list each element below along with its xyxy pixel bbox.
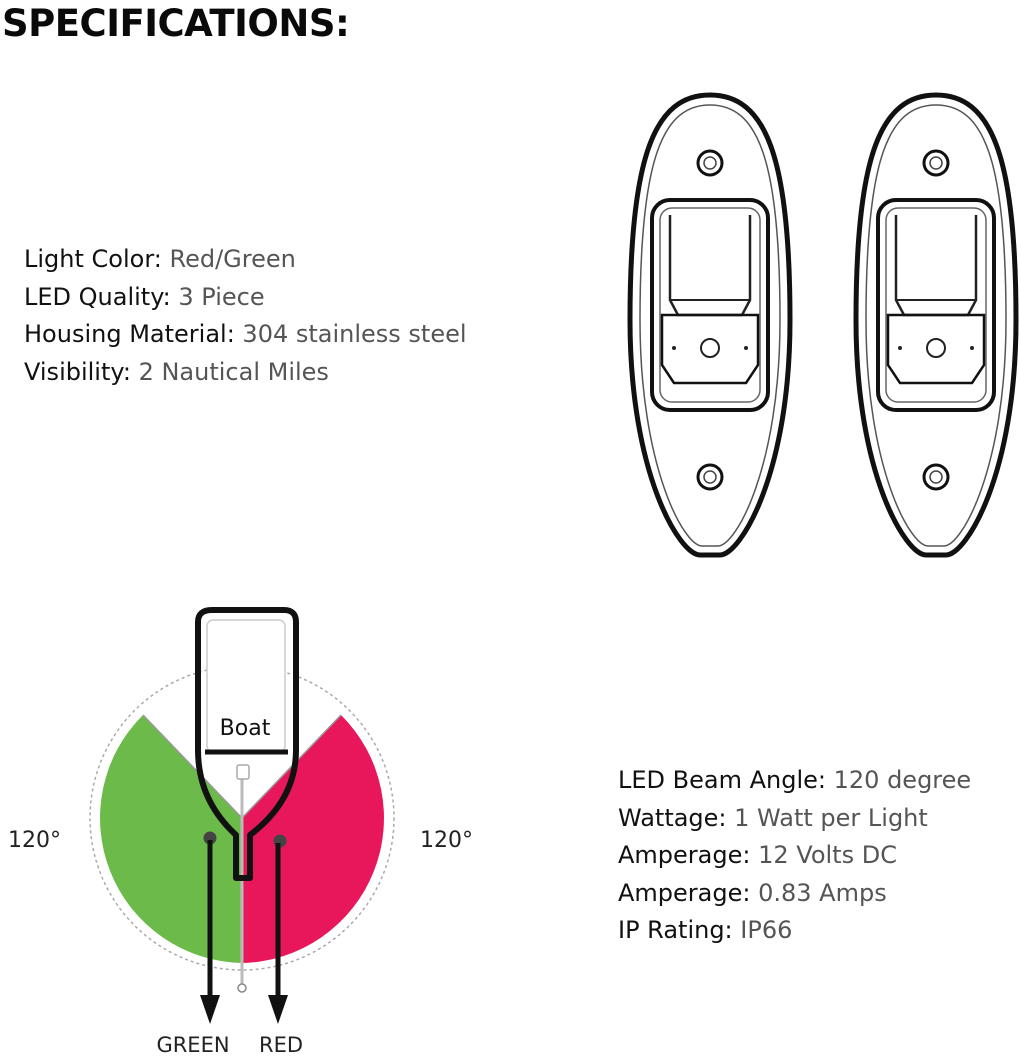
spec-item: LED Beam Angle: 120 degree	[618, 762, 971, 800]
red-arrow-icon	[268, 995, 288, 1024]
spec-item: Wattage: 1 Watt per Light	[618, 800, 971, 838]
spec-label: Light Color:	[24, 245, 162, 273]
spec-label: Visibility:	[24, 357, 131, 386]
spec-value: 304 stainless steel	[242, 320, 467, 348]
spec-value: Red/Green	[169, 245, 296, 273]
beam-angle-diagram: Boat 120° 120° GREEN RED	[8, 607, 473, 1057]
page-title: SPECIFICATIONS:	[2, 2, 350, 45]
side-light-drawing-right	[856, 95, 1016, 555]
spec-item: Amperage: 12 Volts DC	[618, 837, 971, 875]
spec-label: LED Quality:	[24, 282, 171, 311]
spec-label: Housing Material:	[24, 320, 235, 348]
spec-value: 12 Volts DC	[758, 841, 897, 869]
spec-label: Amperage:	[618, 841, 751, 869]
green-light-dot	[203, 831, 217, 845]
green-arrow-icon	[200, 995, 220, 1024]
spec-value: 1 Watt per Light	[734, 803, 928, 832]
spec-label: Wattage:	[618, 803, 727, 832]
spec-label: IP Rating:	[618, 916, 733, 944]
spec-value: 3 Piece	[178, 282, 265, 311]
specs-list-bottom: LED Beam Angle: 120 degree Wattage: 1 Wa…	[618, 762, 971, 950]
spec-item: Light Color: Red/Green	[24, 241, 467, 279]
spec-item: LED Quality: 3 Piece	[24, 279, 467, 317]
spec-item: IP Rating: IP66	[618, 912, 971, 950]
spec-value: IP66	[740, 916, 793, 944]
left-angle-label: 120°	[8, 828, 61, 853]
spec-value: 2 Nautical Miles	[138, 357, 329, 386]
specs-list-top: Light Color: Red/Green LED Quality: 3 Pi…	[24, 241, 467, 391]
spec-item: Amperage: 0.83 Amps	[618, 875, 971, 913]
spec-value: 0.83 Amps	[758, 878, 887, 907]
spec-item: Visibility: 2 Nautical Miles	[24, 354, 467, 392]
spec-label: Amperage:	[618, 878, 751, 907]
green-light-label: GREEN	[156, 1033, 229, 1057]
red-light-label: RED	[259, 1033, 303, 1057]
boat-label: Boat	[220, 716, 271, 741]
side-light-drawing-left	[630, 95, 790, 555]
right-angle-label: 120°	[420, 828, 473, 853]
spec-label: LED Beam Angle:	[618, 766, 826, 794]
spec-value: 120 degree	[833, 766, 972, 794]
green-sector	[100, 715, 242, 963]
spec-item: Housing Material: 304 stainless steel	[24, 316, 467, 354]
boat-hull	[195, 607, 299, 881]
